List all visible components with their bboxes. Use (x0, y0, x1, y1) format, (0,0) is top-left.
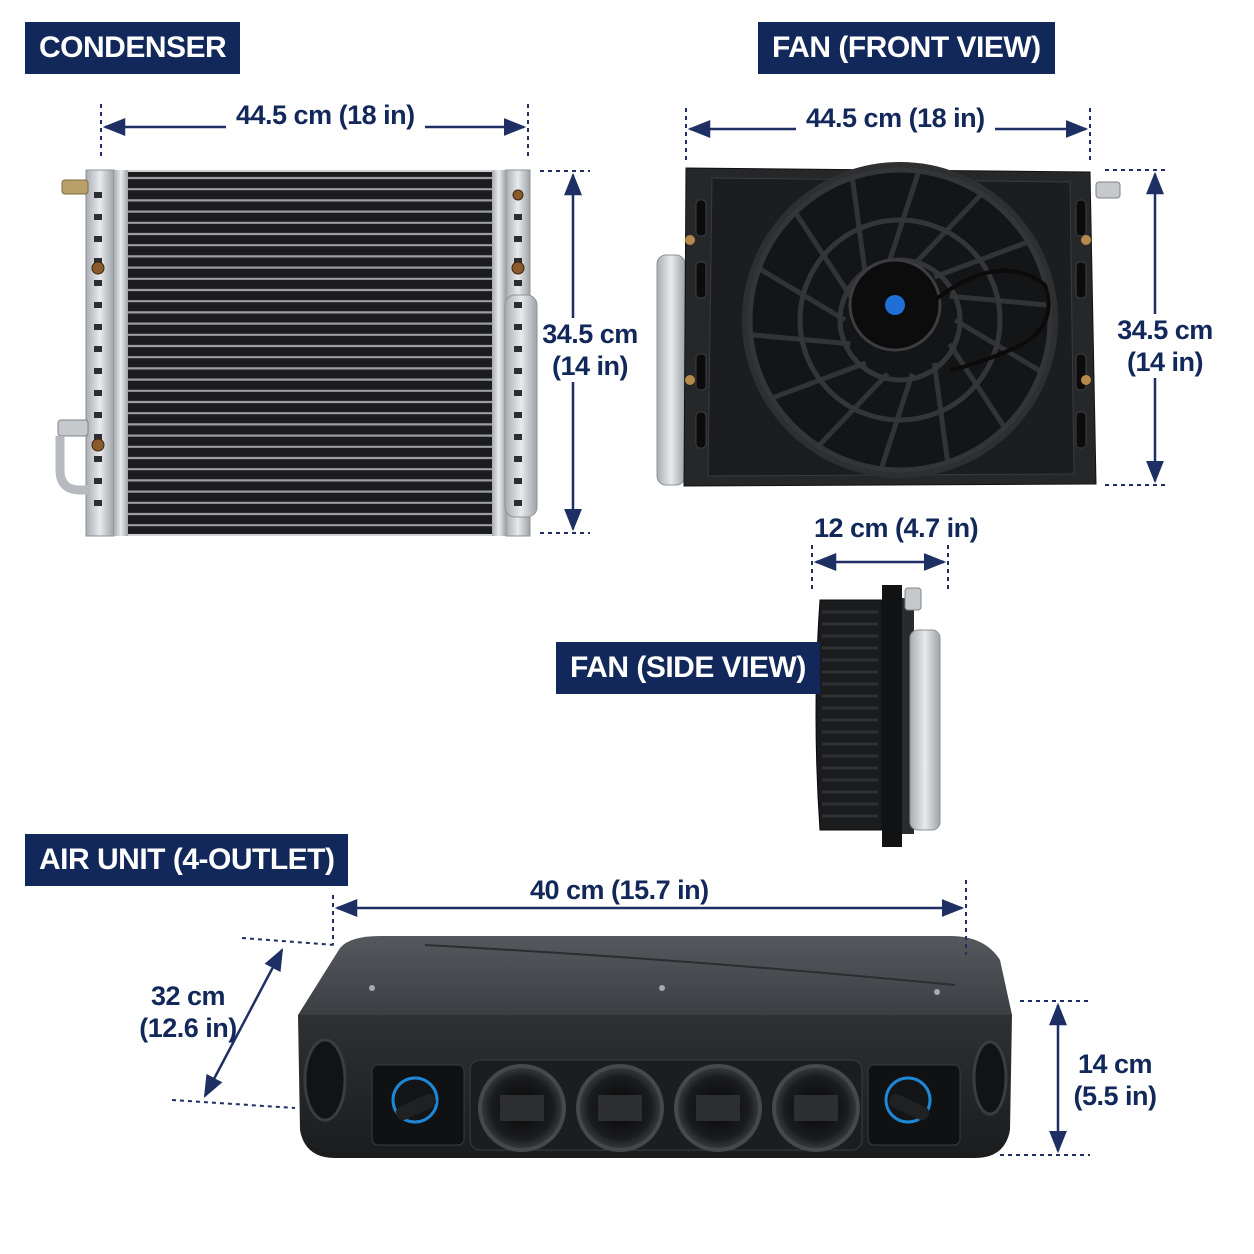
mount-hole (514, 236, 522, 242)
mount-hole (514, 412, 522, 418)
mount-slot (695, 353, 707, 391)
mount-slot (695, 261, 707, 299)
mount-hole (514, 390, 522, 396)
condenser-image (55, 169, 538, 537)
fan-side-label: FAN (SIDE VIEW) (556, 642, 820, 694)
mount-hole (514, 258, 522, 264)
mount-bolt (1081, 235, 1091, 245)
mount-hole (94, 368, 102, 374)
condenser-width-text: 44.5 cm (18 in) (226, 99, 425, 131)
fan-front-label: FAN (FRONT VIEW) (758, 22, 1055, 74)
fan-front-image (656, 162, 1121, 487)
mount-hole (94, 478, 102, 484)
air-unit-label: AIR UNIT (4-OUTLET) (25, 834, 349, 886)
air-unit-height-text: 14 cm (5.5 in) (1066, 1048, 1164, 1112)
air-unit-height-in: (5.5 in) (1073, 1081, 1157, 1111)
fan-front-width-text: 44.5 cm (18 in) (796, 102, 995, 134)
mount-bolt (1081, 375, 1091, 385)
mount-slot (1075, 261, 1087, 299)
mount-hole (94, 346, 102, 352)
fan-mount-slots (685, 199, 1091, 449)
mount-hole (94, 412, 102, 418)
condenser-height-in: (14 in) (551, 351, 629, 381)
mount-bolt (685, 375, 695, 385)
mount-hole (514, 324, 522, 330)
mount-hole (514, 478, 522, 484)
condenser-height-cm: 34.5 cm (542, 319, 638, 349)
mount-hole (94, 434, 102, 440)
mount-hole (514, 500, 522, 506)
air-unit-depth-in: (12.6 in) (139, 1013, 237, 1043)
condenser-height-text: 34.5 cm (14 in) (540, 318, 640, 382)
air-unit-width-text: 40 cm (15.7 in) (518, 874, 721, 906)
fan-side-image (815, 585, 941, 847)
fan-side-depth-text: 12 cm (4.7 in) (806, 512, 987, 544)
mount-hole (94, 280, 102, 286)
mount-hole (94, 236, 102, 242)
air-unit-depth-text: 32 cm (12.6 in) (138, 980, 238, 1044)
mount-slot (1075, 199, 1087, 237)
mount-hole (514, 368, 522, 374)
air-unit-depth-cm: 32 cm (150, 981, 226, 1011)
fan-side-dimensions (811, 545, 949, 592)
mount-slot (695, 411, 707, 449)
fan-front-height-text: 34.5 cm (14 in) (1110, 314, 1220, 378)
mount-hole (94, 456, 102, 462)
mount-slot (1075, 411, 1087, 449)
mount-hole (94, 214, 102, 220)
mount-hole (94, 324, 102, 330)
mount-hole (94, 500, 102, 506)
fan-front-height-cm: 34.5 cm (1117, 315, 1213, 345)
mount-hole (514, 214, 522, 220)
mount-hole (94, 390, 102, 396)
air-unit-dimensions (171, 880, 1090, 1156)
mount-slot (695, 199, 707, 237)
mount-hole (514, 280, 522, 286)
mount-hole (514, 346, 522, 352)
fan-side-ribs (822, 610, 878, 818)
condenser-label: CONDENSER (25, 22, 241, 74)
air-unit-image (298, 936, 1012, 1158)
mount-hole (514, 302, 522, 308)
mount-hole (94, 258, 102, 264)
air-unit-height-cm: 14 cm (1077, 1049, 1153, 1079)
mount-hole (514, 434, 522, 440)
fan-front-height-in: (14 in) (1126, 347, 1204, 377)
mount-hole (94, 302, 102, 308)
mount-hole (514, 456, 522, 462)
mount-bolt (685, 235, 695, 245)
mount-hole (94, 192, 102, 198)
condenser-fins (128, 176, 492, 527)
